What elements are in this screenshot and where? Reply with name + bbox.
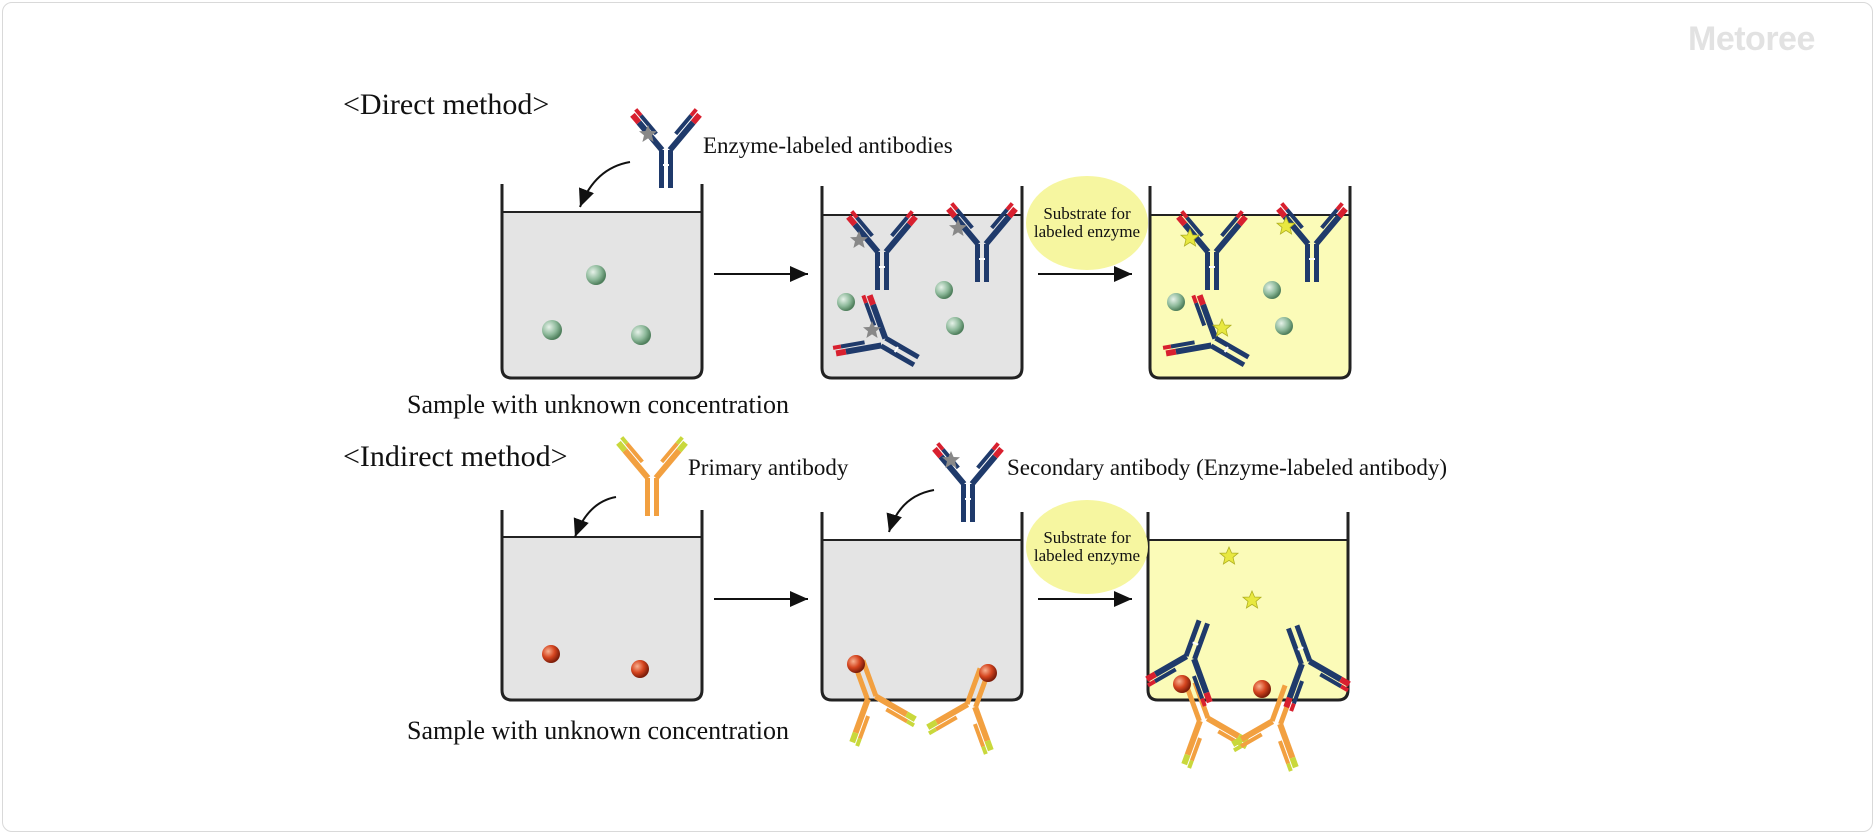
- secondary-antibody: [930, 442, 1006, 522]
- indirect-sample-label: Sample with unknown concentration: [407, 716, 789, 745]
- direct-beaker-3: [1148, 186, 1352, 394]
- indirect-beaker-2: [820, 512, 1024, 758]
- primary-antibody-label: Primary antibody: [688, 455, 849, 480]
- add-secondary-arrow: [886, 489, 935, 533]
- antigen: [586, 265, 606, 285]
- primary-antibody: [614, 436, 690, 516]
- substrate-label: Substrate for labeled enzyme: [1033, 528, 1141, 565]
- antigen: [631, 660, 649, 678]
- add-primary-arrow: [573, 496, 617, 538]
- secondary-antibody-label: Secondary antibody (Enzyme-labeled antib…: [1007, 455, 1448, 480]
- direct-beaker-1: [500, 184, 704, 380]
- direct-sample-label: Sample with unknown concentration: [407, 390, 789, 419]
- indirect-beaker-1: [500, 510, 704, 702]
- substrate-label: Substrate for labeled enzyme: [1033, 204, 1141, 241]
- direct-beaker-2: [820, 186, 1024, 394]
- antigen: [542, 320, 562, 340]
- substrate-bubble-indirect: Substrate for labeled enzyme: [1026, 500, 1148, 594]
- direct-method-title: <Direct method>: [343, 88, 550, 121]
- substrate-bubble-direct: Substrate for labeled enzyme: [1026, 176, 1148, 270]
- metoree-watermark: Metoree: [1688, 20, 1815, 58]
- antigen: [542, 645, 560, 663]
- indirect-method-title: <Indirect method>: [343, 440, 568, 473]
- add-reagent-arrow: [579, 161, 631, 208]
- enzyme-labeled-antibody: [628, 108, 704, 188]
- antigen: [631, 325, 651, 345]
- enzyme-labeled-antibodies-label: Enzyme-labeled antibodies: [703, 133, 953, 158]
- indirect-beaker-3: [1141, 512, 1355, 775]
